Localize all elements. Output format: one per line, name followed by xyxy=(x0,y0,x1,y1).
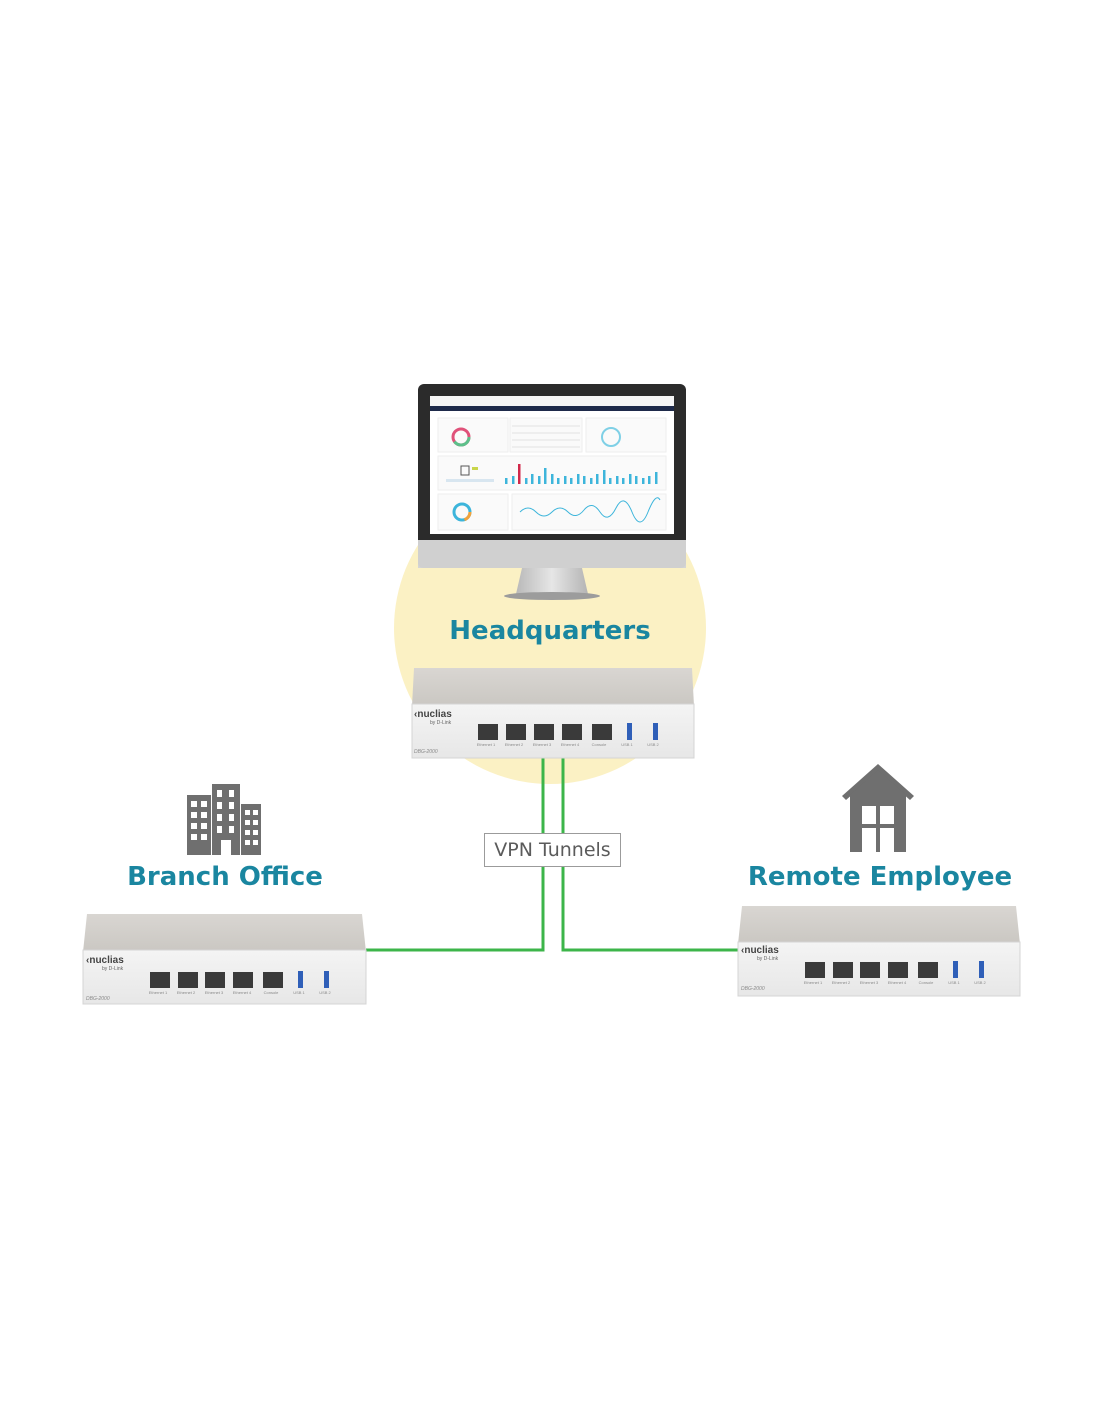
port-label: Ethernet 1 xyxy=(148,990,168,995)
dashboard-screen xyxy=(430,396,674,531)
port-label: USB 1 xyxy=(293,990,305,995)
remote-device-brand: ‹nuclias xyxy=(741,945,779,956)
port-label: Ethernet 4 xyxy=(560,742,580,747)
port-label: USB 2 xyxy=(974,980,986,985)
port-label: Ethernet 3 xyxy=(204,990,224,995)
branch-device-brand: ‹nuclias xyxy=(86,955,124,966)
port-label: Ethernet 3 xyxy=(859,980,879,985)
remote-port-labels: Ethernet 1 Ethernet 2 Ethernet 3 Ethernet 4… xyxy=(799,980,993,985)
hq-device-brand: ‹nuclias xyxy=(414,709,452,720)
port-label: USB 1 xyxy=(621,742,633,747)
branch-device-brand-sub: by D-Link xyxy=(102,966,124,972)
port-label: Ethernet 2 xyxy=(831,980,851,985)
tunnel-hq-to-remote xyxy=(561,758,738,952)
monitor-icon xyxy=(418,384,686,600)
port-label: Console xyxy=(918,980,934,985)
hq-port-labels: Ethernet 1 Ethernet 2 Ethernet 3 Ethernet 4… xyxy=(472,742,666,747)
port-label: Ethernet 3 xyxy=(532,742,552,747)
port-label: Ethernet 4 xyxy=(887,980,907,985)
port-label: Ethernet 1 xyxy=(476,742,496,747)
port-label: Ethernet 2 xyxy=(176,990,196,995)
vpn-tunnel-lines xyxy=(366,758,738,952)
remote-device-brand-sub: by D-Link xyxy=(757,956,779,962)
headquarters-label: Headquarters xyxy=(449,616,651,646)
hq-gateway-device xyxy=(411,668,695,759)
tunnel-hq-to-branch xyxy=(366,758,545,952)
remote-gateway-device xyxy=(737,906,1021,997)
hq-device-ports xyxy=(478,723,658,740)
port-label: USB 2 xyxy=(319,990,331,995)
office-building-icon xyxy=(187,784,261,855)
remote-employee-label: Remote Employee xyxy=(747,862,1013,892)
port-label: Console xyxy=(591,742,607,747)
house-icon xyxy=(842,764,914,852)
port-label: Ethernet 2 xyxy=(504,742,524,747)
branch-device-model: DBG-2000 xyxy=(86,996,110,1002)
port-label: Ethernet 1 xyxy=(803,980,823,985)
vpn-tunnels-label: VPN Tunnels xyxy=(484,833,621,867)
hq-device-model: DBG-2000 xyxy=(414,749,438,755)
port-label: USB 1 xyxy=(948,980,960,985)
port-label: Console xyxy=(263,990,279,995)
branch-office-label: Branch Office xyxy=(127,862,323,892)
branch-port-labels: Ethernet 1 Ethernet 2 Ethernet 3 Ethernet 4… xyxy=(144,990,338,995)
port-label: USB 2 xyxy=(647,742,659,747)
remote-device-model: DBG-2000 xyxy=(741,986,765,992)
port-label: Ethernet 4 xyxy=(232,990,252,995)
hq-device-brand-sub: by D-Link xyxy=(430,720,452,726)
branch-gateway-device xyxy=(82,914,367,1005)
